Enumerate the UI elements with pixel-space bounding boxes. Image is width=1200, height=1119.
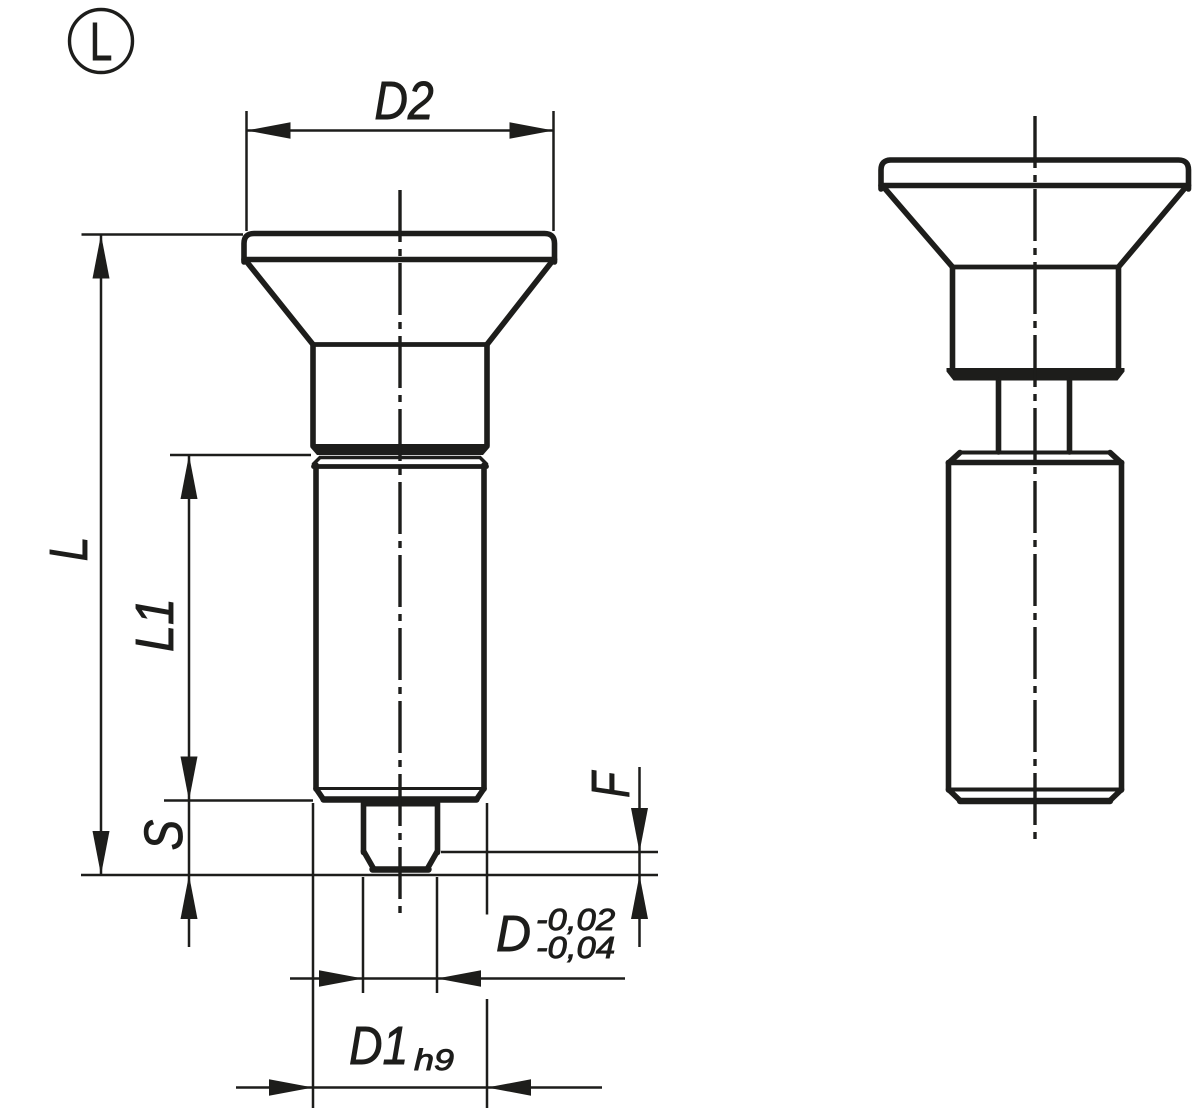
svg-text:L1: L1 [124, 598, 185, 652]
svg-text:-0,02: -0,02 [536, 902, 615, 937]
svg-text:S: S [134, 820, 194, 851]
svg-text:D: D [496, 905, 531, 962]
svg-text:F: F [581, 770, 641, 798]
svg-text:D1: D1 [349, 1015, 408, 1076]
svg-text:-0,04: -0,04 [536, 930, 615, 965]
svg-text:L: L [39, 537, 99, 562]
svg-text:D2: D2 [374, 70, 433, 131]
svg-text:L: L [90, 12, 113, 72]
svg-text:h9: h9 [414, 1044, 454, 1077]
